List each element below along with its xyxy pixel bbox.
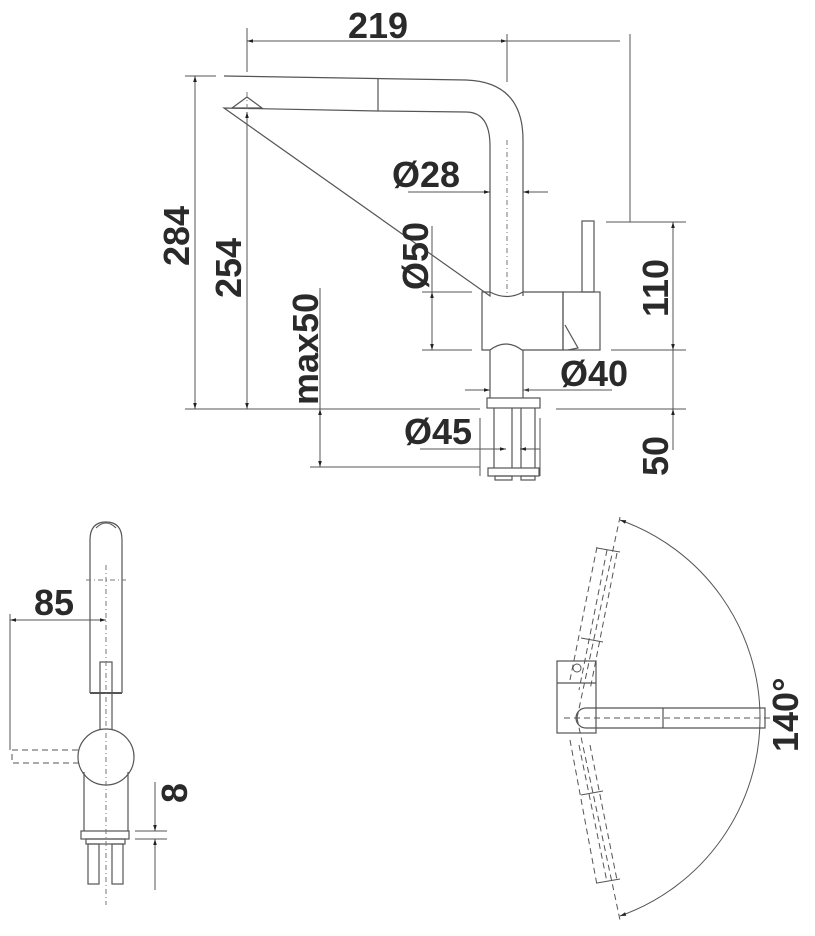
top-view: 140° — [556, 516, 806, 921]
dim-spout-reach: 219 — [348, 5, 408, 46]
side-view: 219 284 254 max50 Ø28 Ø50 Ø40 — [156, 5, 686, 481]
top-spout — [575, 707, 766, 729]
bottom-plate — [487, 467, 540, 477]
front-spout — [89, 521, 123, 693]
spout-outline — [222, 75, 524, 298]
dim-mounting-hole: Ø45 — [404, 411, 472, 452]
front-washer — [80, 830, 130, 840]
dim-outlet-height: 254 — [208, 238, 249, 298]
top-base — [556, 660, 597, 734]
dim-base-height: 50 — [635, 436, 676, 476]
dim-swivel-angle: 140° — [765, 678, 806, 752]
body — [481, 291, 564, 351]
lever — [581, 220, 595, 293]
dim-total-height: 284 — [156, 206, 197, 266]
swing-position-lower — [569, 717, 621, 921]
base-neck — [489, 350, 524, 398]
lever-housing — [562, 291, 601, 351]
lever-swing-dashed — [11, 749, 80, 764]
washer — [486, 397, 541, 409]
dim-washer-thickness: 8 — [154, 783, 195, 803]
swivel-arc — [619, 519, 761, 917]
dim-body-diameter: Ø50 — [395, 222, 436, 290]
front-view: 85 8 — [9, 521, 195, 905]
dim-max-countertop: max50 — [285, 293, 326, 405]
swing-position-upper — [569, 516, 621, 719]
dim-lever-offset: 85 — [34, 582, 74, 623]
dim-spout-diameter: Ø28 — [392, 154, 460, 195]
dim-base-diameter: Ø40 — [560, 353, 628, 394]
dim-lever-height: 110 — [635, 259, 676, 317]
